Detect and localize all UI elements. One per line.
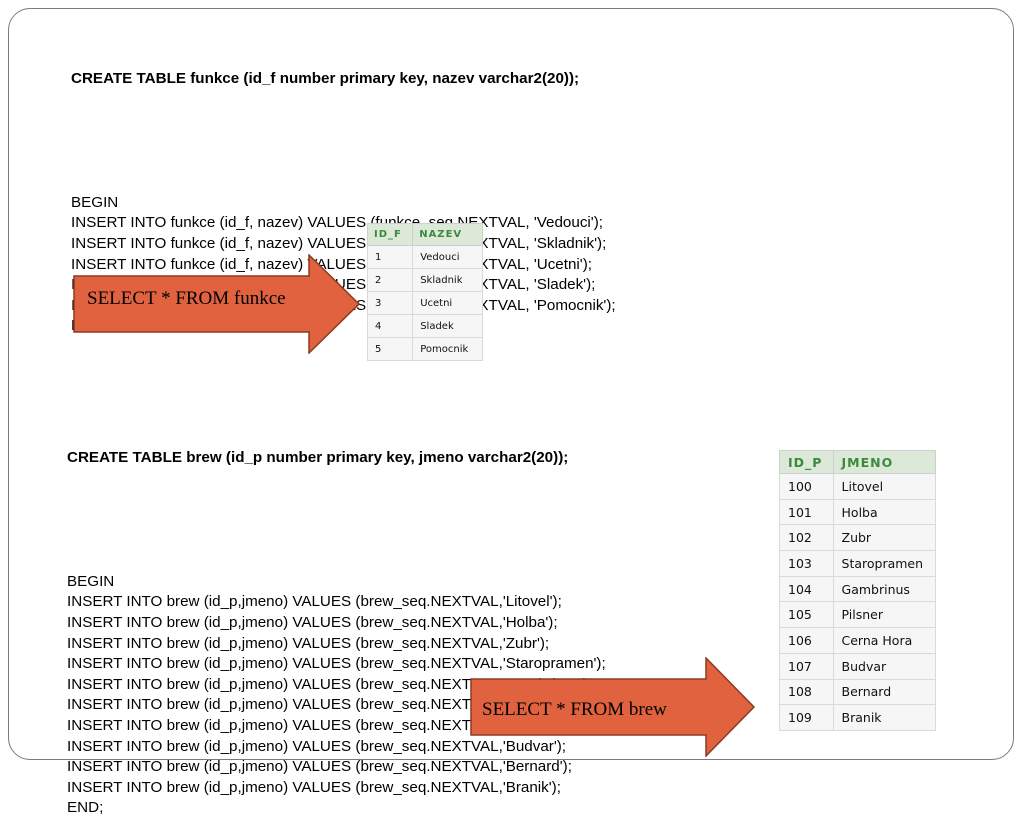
column-header: ID_F <box>366 223 414 246</box>
sql-code-brew: CREATE TABLE brew (id_p number primary k… <box>67 407 606 839</box>
table-cell: 107 <box>779 652 834 680</box>
table-cell: 109 <box>779 704 834 731</box>
code-line: INSERT INTO brew (id_p,jmeno) VALUES (br… <box>67 778 561 796</box>
table-cell: Pomocnik <box>412 337 483 361</box>
table-cell: Sladek <box>412 314 483 338</box>
column-header: ID_P <box>779 450 834 474</box>
table-cell: Bernard <box>832 678 937 706</box>
table-cell: Zubr <box>832 524 937 552</box>
table-cell: Litovel <box>832 473 937 500</box>
table-cell: Pilsner <box>832 601 937 629</box>
select-funkce-label: SELECT * FROM funkce <box>87 288 286 309</box>
code-line: BEGIN <box>71 193 119 211</box>
table-cell: Branik <box>832 704 937 731</box>
table-cell: Cerna Hora <box>832 627 937 654</box>
blank-line <box>71 131 616 152</box>
code-line: INSERT INTO brew (id_p,jmeno) VALUES (br… <box>67 758 572 776</box>
table-cell: Ucetni <box>412 291 483 315</box>
create-table-brew: CREATE TABLE brew (id_p number primary k… <box>67 449 569 467</box>
table-cell: 104 <box>779 575 834 603</box>
column-header: JMENO <box>832 450 937 474</box>
table-cell: 5 <box>366 337 414 361</box>
blank-line <box>67 510 606 531</box>
table-cell: 1 <box>366 245 414 269</box>
table-cell: Skladnik <box>412 268 483 292</box>
code-line: INSERT INTO brew (id_p,jmeno) VALUES (br… <box>67 655 606 673</box>
table-cell: Vedouci <box>412 245 483 269</box>
code-line: INSERT INTO brew (id_p,jmeno) VALUES (br… <box>67 737 567 755</box>
code-line: INSERT INTO brew (id_p,jmeno) VALUES (br… <box>67 613 558 631</box>
code-line: END; <box>67 799 104 817</box>
table-cell: 100 <box>779 473 834 500</box>
table-cell: 108 <box>779 678 834 706</box>
table-cell: 101 <box>779 498 834 526</box>
table-cell: Staropramen <box>832 550 937 577</box>
code-line: INSERT INTO brew (id_p,jmeno) VALUES (br… <box>67 593 562 611</box>
table-cell: 3 <box>366 291 414 315</box>
code-line: BEGIN <box>67 572 115 590</box>
table-cell: 102 <box>779 524 834 552</box>
table-cell: 105 <box>779 601 834 629</box>
arrow-right-icon <box>470 657 756 757</box>
arrow-right-icon <box>73 254 361 354</box>
code-line: INSERT INTO brew (id_p,jmeno) VALUES (br… <box>67 634 550 652</box>
table-cell: Holba <box>832 498 937 526</box>
table-cell: 106 <box>779 627 834 654</box>
table-cell: 2 <box>366 268 414 292</box>
column-header: NAZEV <box>412 223 483 246</box>
table-cell: 4 <box>366 314 414 338</box>
create-table-funkce: CREATE TABLE funkce (id_f number primary… <box>71 70 580 88</box>
code-line: INSERT INTO funkce (id_f, nazev) VALUES … <box>71 214 603 232</box>
table-cell: 103 <box>779 550 834 577</box>
code-line: INSERT INTO funkce (id_f, nazev) VALUES … <box>71 234 607 252</box>
table-cell: Gambrinus <box>832 575 937 603</box>
select-brew-label: SELECT * FROM brew <box>482 699 667 720</box>
table-cell: Budvar <box>832 652 937 680</box>
